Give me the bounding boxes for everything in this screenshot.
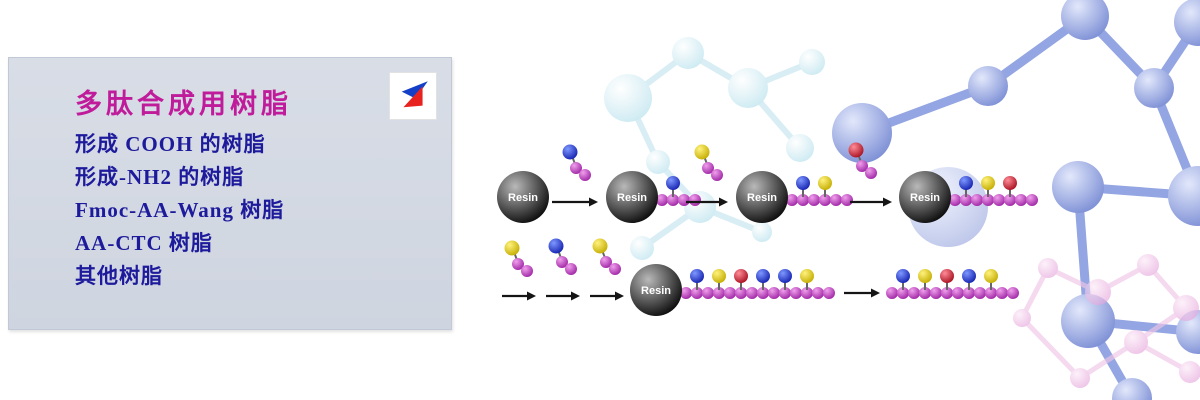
amino-acid [548, 238, 577, 275]
amino-acid [694, 144, 723, 181]
page-title: 多肽合成用树脂 [75, 89, 292, 119]
resin-unit: Resin [736, 171, 853, 223]
cyan-molecule [604, 37, 825, 260]
arrow-icon [546, 291, 580, 301]
arrow-icon [590, 291, 624, 301]
amino-acid [848, 142, 877, 179]
resin-unit: Resin [497, 171, 549, 223]
resin-label: Resin [508, 192, 538, 204]
arrow-icon [502, 291, 536, 301]
company-logo-icon [401, 81, 428, 108]
resin-unit: Resin [899, 171, 1038, 223]
resin-label: Resin [641, 285, 671, 297]
menu-item-fmoc-aa-wang-resin[interactable]: Fmoc-AA-Wang 树脂 [75, 198, 285, 222]
menu-item-cooh-resin[interactable]: 形成 COOH 的树脂 [75, 132, 266, 156]
resin-label: Resin [910, 192, 940, 204]
arrow-icon [686, 197, 728, 207]
menu-item-nh2-resin[interactable]: 形成-NH2 的树脂 [75, 165, 245, 189]
amino-acid [504, 240, 533, 277]
menu-item-other-resin[interactable]: 其他树脂 [75, 264, 163, 288]
menu-item-aa-ctc-resin[interactable]: AA-CTC 树脂 [75, 231, 213, 255]
amino-acid [562, 144, 591, 181]
resin-unit: Resin [606, 171, 701, 223]
amino-acid [592, 238, 621, 275]
peptide-chain [886, 269, 1019, 299]
arrow-icon [552, 197, 598, 207]
arrow-icon [844, 288, 880, 298]
company-logo [389, 72, 437, 120]
resin-menu: 形成 COOH 的树脂 形成-NH2 的树脂 Fmoc-AA-Wang 树脂 A… [75, 128, 284, 293]
resin-unit: Resin [630, 264, 835, 316]
arrow-icon [850, 197, 892, 207]
resin-label: Resin [617, 192, 647, 204]
resin-label: Resin [747, 192, 777, 204]
nav-panel: 多肽合成用树脂 形成 COOH 的树脂 形成-NH2 的树脂 Fmoc-AA-W… [8, 57, 452, 330]
pink-molecule [1013, 254, 1200, 388]
